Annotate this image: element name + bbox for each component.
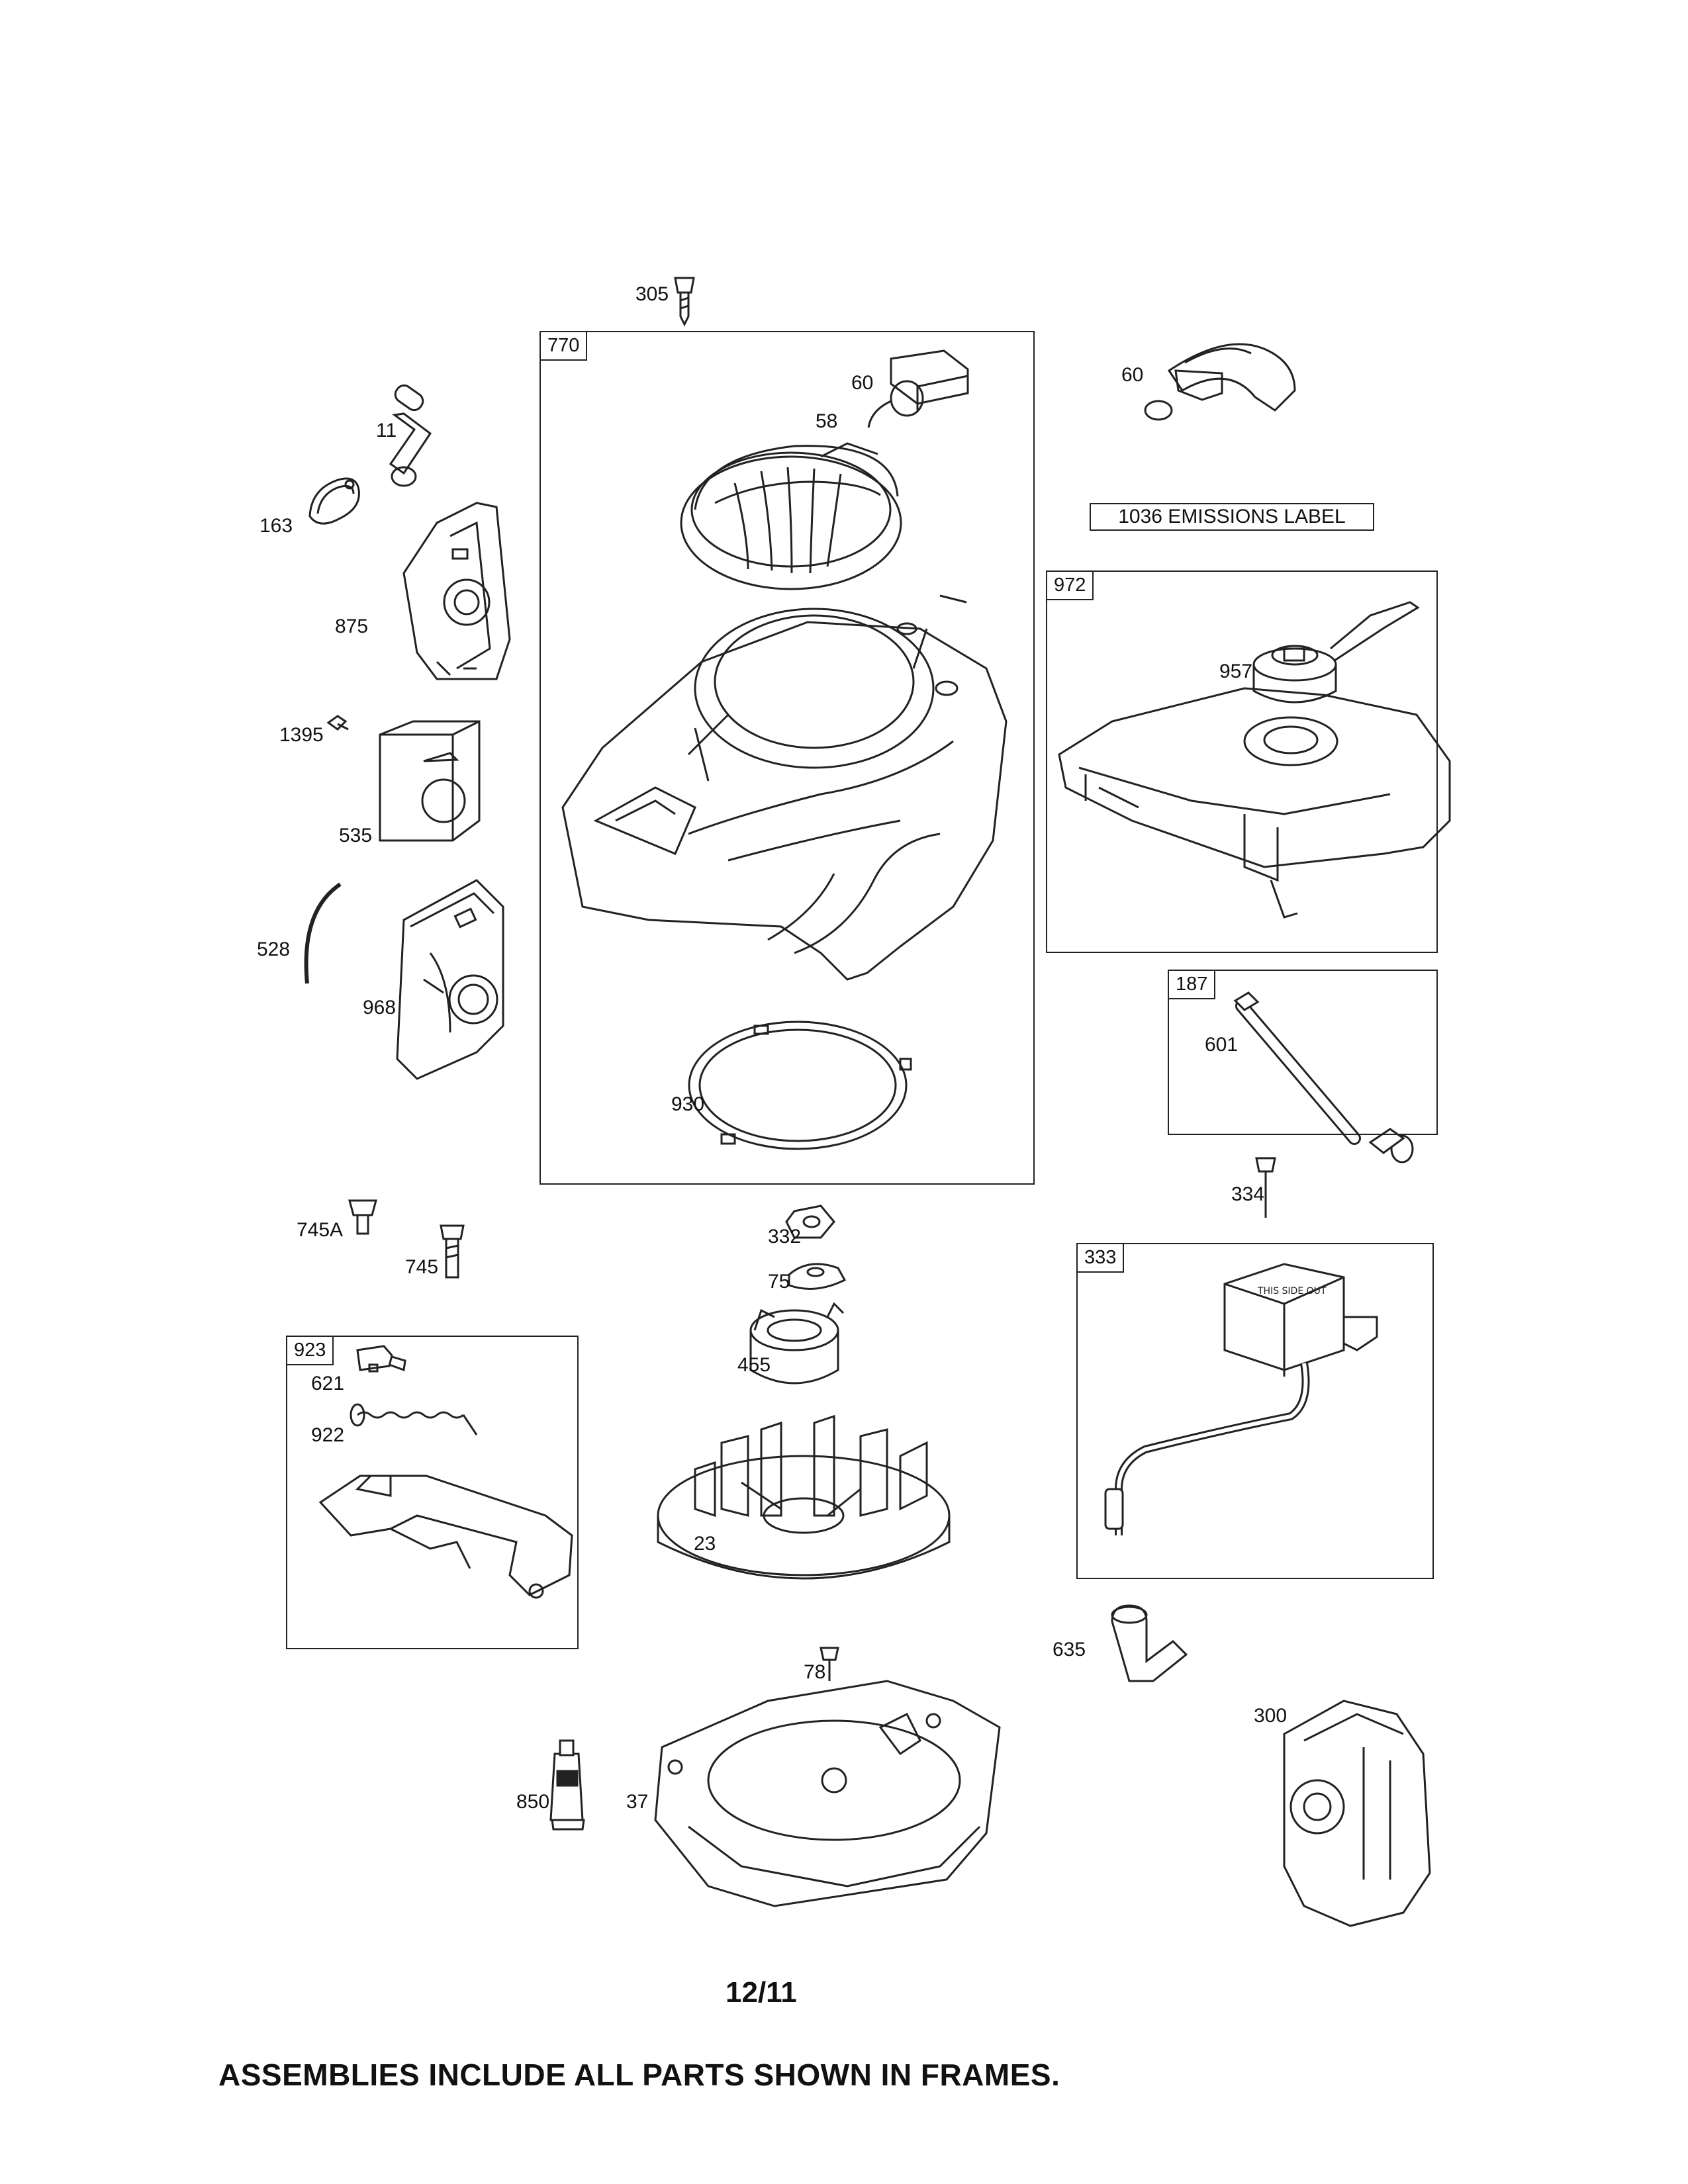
sealant-tube-drawing (549, 1739, 585, 1831)
fuel-cap-drawing (1252, 601, 1420, 704)
ignition-armature-drawing: THIS SIDE OUT (1104, 1263, 1378, 1535)
frame-fuel-tank-assembly: 972 (1046, 570, 1438, 953)
callout-968: 968 (363, 997, 397, 1019)
callout-60-handle: 60 (1121, 364, 1144, 386)
callout-930: 930 (671, 1093, 705, 1115)
callout-745: 745 (405, 1256, 439, 1278)
frame-label-armature: 333 (1078, 1244, 1125, 1273)
screw-1395-drawing (326, 715, 349, 731)
callout-535: 535 (339, 825, 373, 846)
starter-handle-drawing (867, 349, 969, 428)
air-cleaner-cover-drawing (396, 879, 504, 1080)
frame-label-fuel-line: 187 (1169, 971, 1216, 999)
flywheel-drawing (657, 1414, 951, 1580)
blower-housing-drawing (561, 594, 1008, 981)
footer-note: ASSEMBLIES INCLUDE ALL PARTS SHOWN IN FR… (218, 2058, 1060, 2092)
gasket-163-drawing (308, 477, 360, 525)
emissions-label-box: 1036 EMISSIONS LABEL (1090, 503, 1374, 531)
bolt-745-drawing (440, 1224, 465, 1279)
air-filter-drawing (379, 720, 481, 842)
bolt-334-drawing (1255, 1157, 1276, 1218)
muffler-drawing (1283, 1700, 1431, 1927)
governor-spring-drawing (350, 1403, 478, 1435)
callout-601: 601 (1205, 1034, 1239, 1056)
callout-922: 922 (311, 1424, 345, 1446)
dipstick-tube-drawing (304, 882, 342, 984)
control-bracket-drawing (318, 1475, 573, 1599)
frame-governor-assembly: 923 (286, 1336, 579, 1649)
callout-58: 58 (816, 410, 838, 432)
callout-305: 305 (635, 283, 669, 305)
callout-75: 75 (768, 1271, 790, 1293)
callout-957: 957 (1219, 660, 1253, 682)
callout-745A: 745A (297, 1219, 344, 1241)
bolt-745A-drawing (348, 1199, 377, 1235)
callout-850: 850 (516, 1791, 550, 1813)
rewind-starter-drawing (680, 442, 902, 590)
frame-armature-assembly: 333 (1076, 1243, 1434, 1579)
callout-334: 334 (1231, 1183, 1265, 1205)
frame-fuel-line-assembly: 187 (1168, 970, 1438, 1135)
callout-635: 635 (1053, 1639, 1086, 1661)
callout-163: 163 (259, 515, 293, 537)
frame-label-governor: 923 (287, 1337, 334, 1365)
svg-text:THIS SIDE OUT: THIS SIDE OUT (1257, 1286, 1327, 1297)
frame-blower-housing-assembly: 770 (539, 331, 1035, 1185)
air-cleaner-base-drawing (402, 502, 511, 680)
breather-tube-drawing (389, 384, 432, 487)
callout-1395: 1395 (279, 724, 324, 746)
page-number: 12/11 (726, 1976, 797, 2009)
screw-305-drawing (674, 277, 695, 327)
callout-332: 332 (768, 1226, 802, 1248)
blower-base-drawing (654, 1680, 1001, 1907)
callout-621: 621 (311, 1373, 345, 1394)
starter-handle-alt-drawing (1144, 343, 1296, 421)
callout-528: 528 (257, 938, 291, 960)
governor-link-drawing (356, 1345, 406, 1373)
fuel-tank-drawing (1058, 687, 1451, 919)
spark-plug-boot-drawing (1111, 1604, 1188, 1682)
callout-23: 23 (694, 1533, 716, 1555)
washer-75-drawing (788, 1263, 847, 1290)
nut-332-drawing (785, 1205, 835, 1239)
callout-37: 37 (626, 1791, 649, 1813)
starter-clutch-drawing (749, 1302, 845, 1385)
callout-300: 300 (1254, 1705, 1288, 1727)
callout-455: 455 (737, 1354, 771, 1376)
frame-label-fuel-tank: 972 (1047, 572, 1094, 600)
frame-label-blower-housing: 770 (541, 332, 588, 361)
screw-78-drawing (820, 1647, 839, 1681)
callout-11: 11 (376, 420, 397, 441)
callout-78: 78 (804, 1661, 826, 1683)
callout-60-handle-frame: 60 (851, 372, 874, 394)
fuel-line-drawing (1233, 991, 1414, 1163)
rotating-screen-drawing (688, 1021, 912, 1150)
callout-875: 875 (335, 615, 369, 637)
